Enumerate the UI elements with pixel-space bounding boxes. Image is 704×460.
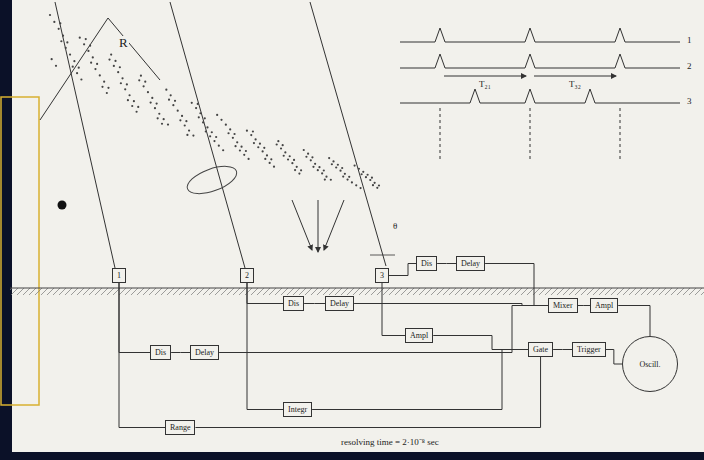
signal-wire [247,283,283,304]
primary-particle [58,201,67,210]
box-label: Mixer [553,301,573,310]
electronics-box: Delay [190,345,219,360]
electronics-box: Gate [528,342,553,357]
electronics-box: Range [165,420,195,435]
incoming-arrows [292,200,344,252]
ground-line [10,287,704,288]
box-label: Gate [533,345,548,354]
signal-wire [389,264,416,276]
signal-wire [485,264,548,306]
ground-hatch [10,288,704,295]
highlight-frame [1,97,39,405]
box-label: Delay [461,259,480,268]
detector: 1 [112,268,126,283]
box-label: Integr [288,405,307,414]
electronics-box: Delay [325,296,354,311]
box-label: Ampl [595,301,613,310]
box-label: Dis [288,299,299,308]
electronics-box: Dis [416,256,437,271]
signal-wire [195,357,540,428]
symbol-label: R [118,36,129,50]
signal-wire [578,305,590,306]
symbol-label: 2 [686,62,693,72]
electronics-box: Dis [283,296,304,311]
detector: 2 [240,268,254,283]
oscilloscope: Oscill. [622,336,678,392]
box-label: 2 [245,271,249,280]
signal-wire [606,350,622,365]
symbol-label: 1 [686,36,693,46]
signal-wire [437,263,456,264]
shower-axes [40,2,395,268]
paper [12,0,704,452]
box-label: 3 [380,271,384,280]
electronics-box: Trigger [572,342,606,357]
shower-core [184,161,240,199]
box-label: Delay [330,299,349,308]
symbol-label: T₂₁ [478,80,492,90]
signal-wire [354,304,548,306]
electronics-box: Dis [150,345,171,360]
signal-wire [433,336,528,350]
electronics-box: Ampl [590,298,618,313]
box-label: Range [170,423,190,432]
detector: 3 [375,268,389,283]
signal-wire [119,283,150,353]
electronics-box: Mixer [548,298,578,313]
electronics-box: Delay [456,256,485,271]
box-label: Dis [421,259,432,268]
signal-wire [219,306,548,353]
timing-traces [400,28,680,160]
shower-particles [49,14,380,189]
box-label: Delay [195,348,214,357]
signal-wire [618,306,650,337]
box-label: Dis [155,348,166,357]
signal-wire [312,350,528,410]
symbol-label: θ [392,222,398,232]
electronics-box: Ampl [405,328,433,343]
box-label: Trigger [577,345,601,354]
signal-wire [553,349,572,350]
electronics-box: Integr [283,402,312,417]
note: resolving time = 2·10⁻⁸ sec [340,438,440,448]
box-label: 1 [117,271,121,280]
symbol-label: 3 [686,97,693,107]
signal-wire [304,303,325,304]
signal-wire [171,352,190,353]
symbol-label: T₃₂ [568,80,582,90]
box-label: Ampl [410,331,428,340]
signal-wire [247,283,283,410]
box-label: Oscill. [639,360,660,369]
signal-wire [382,283,405,336]
